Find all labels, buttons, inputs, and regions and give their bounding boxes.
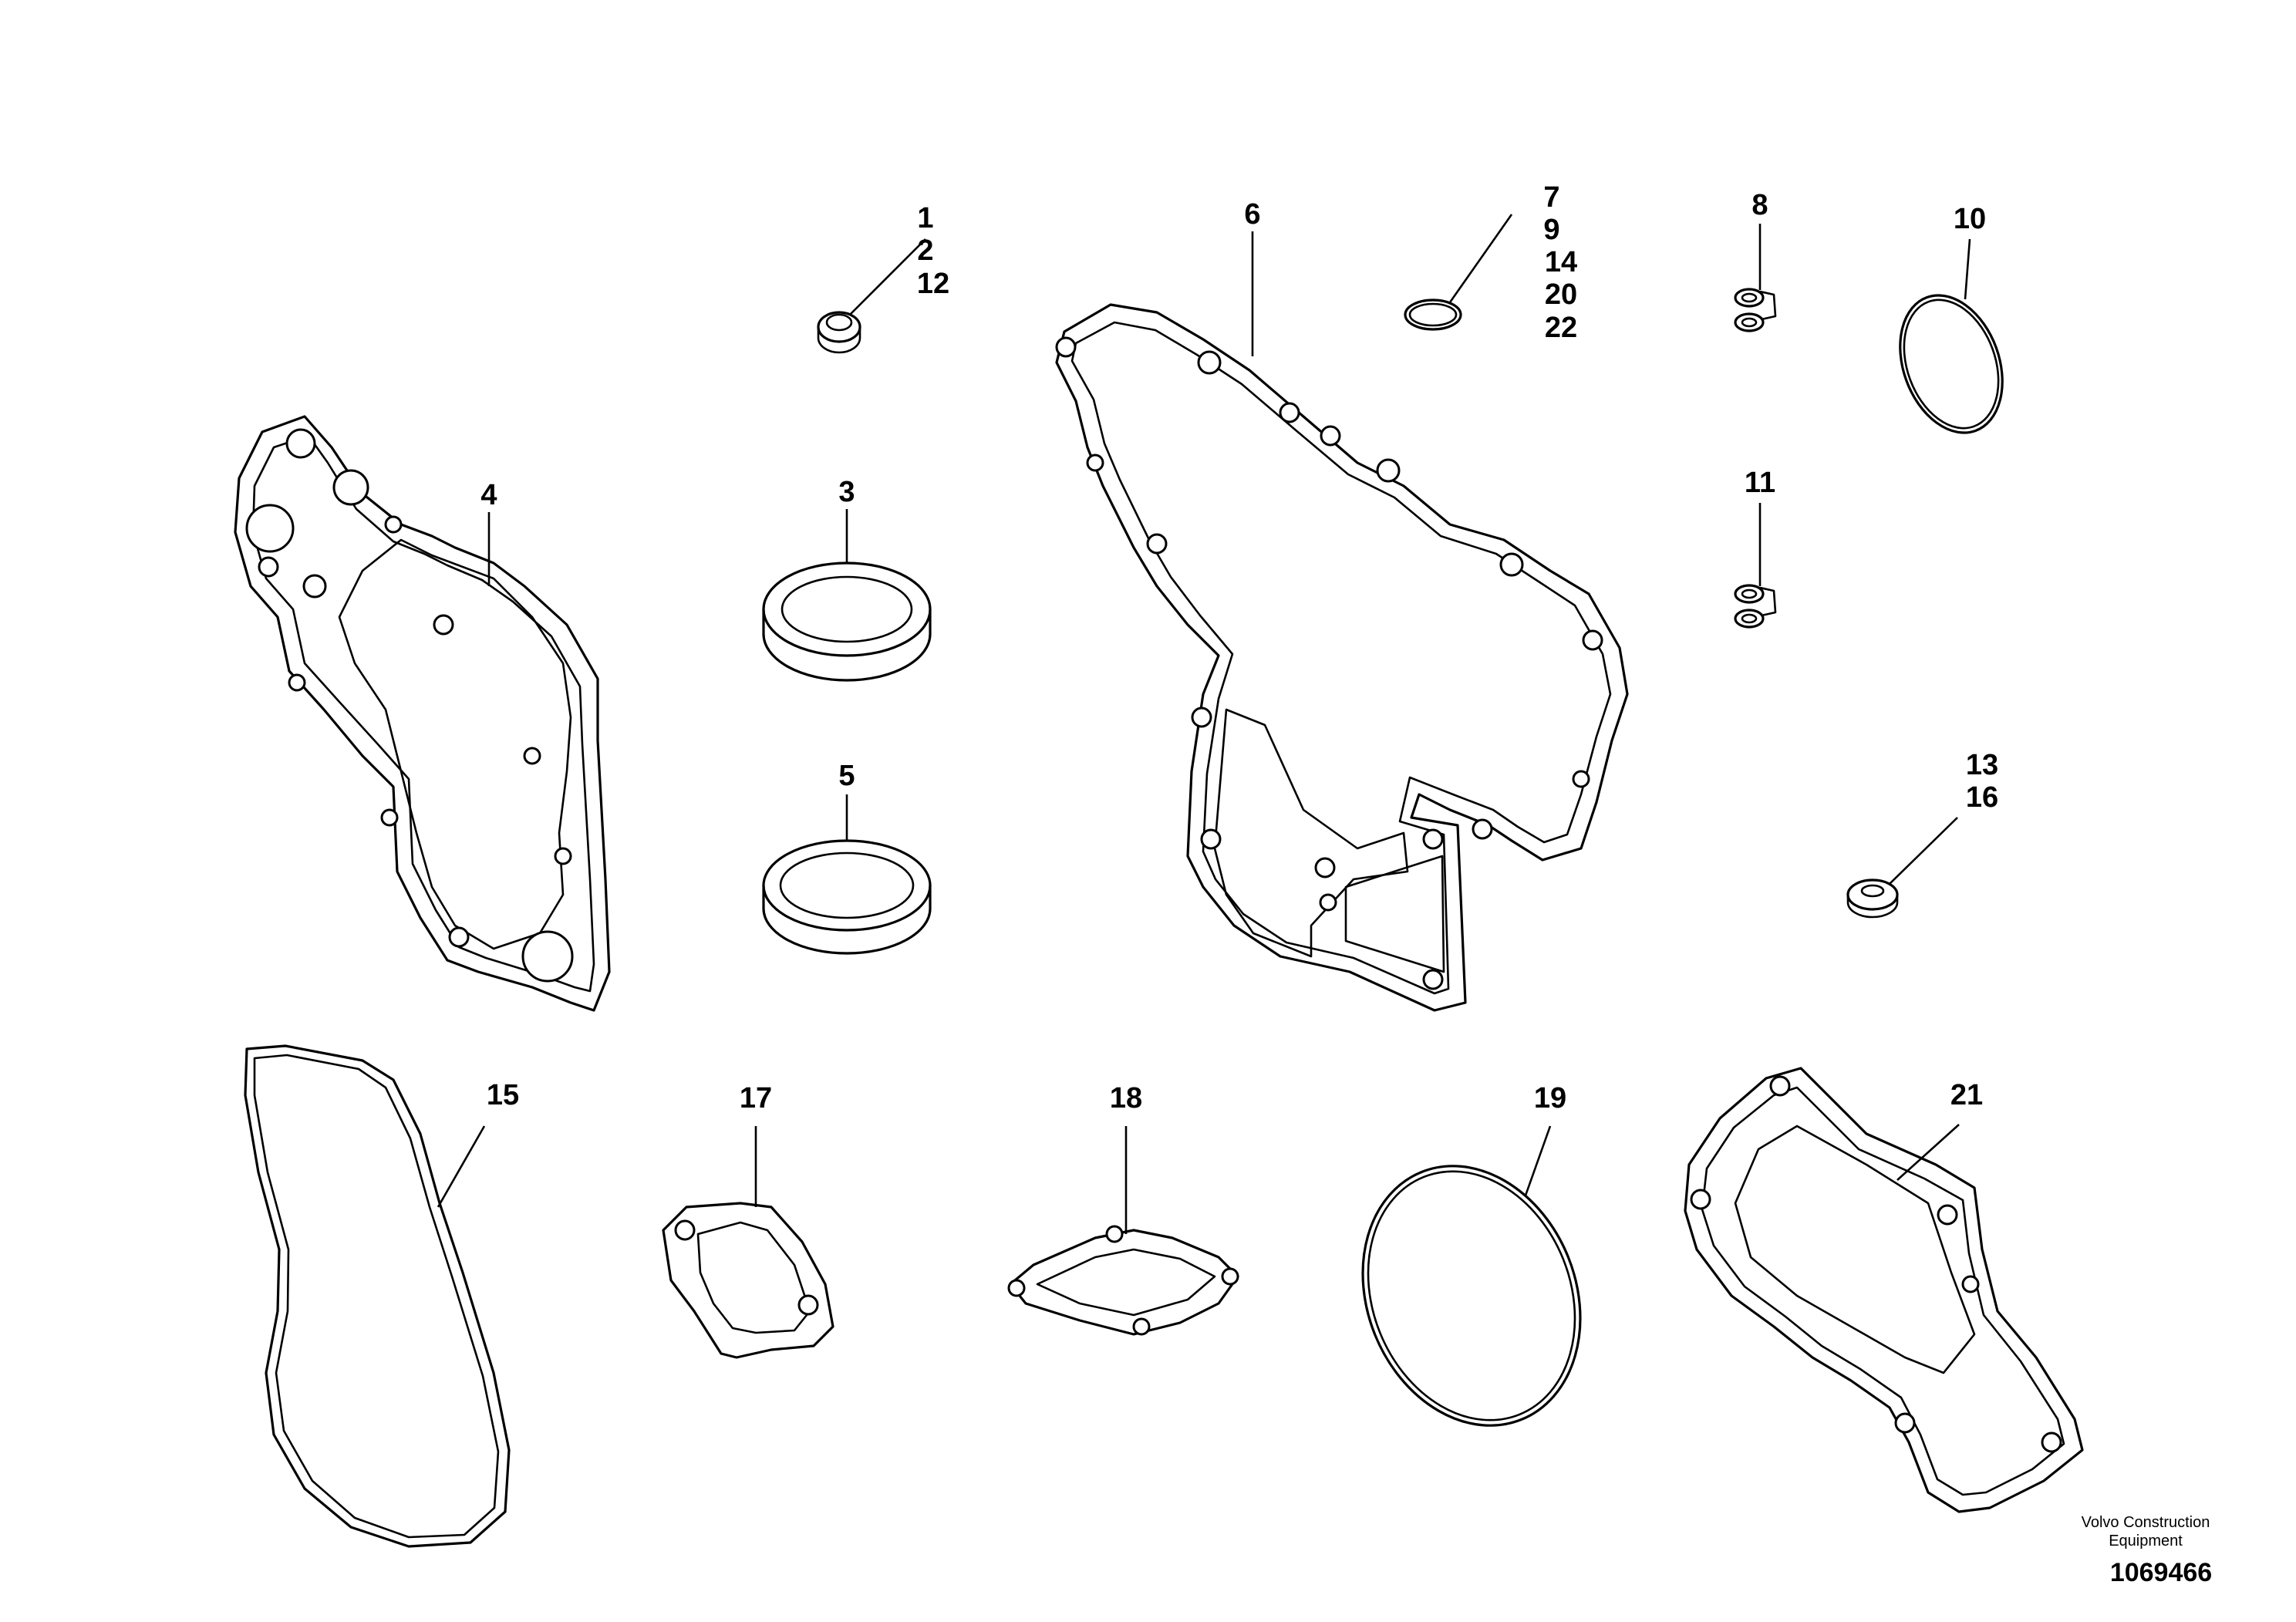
part-11-double-seal[interactable] bbox=[1734, 584, 1777, 629]
reference-number: 1069466 bbox=[2110, 1558, 2212, 1587]
callout-15: 15 bbox=[487, 1079, 519, 1111]
footer: Volvo Construction Equipment 1069466 bbox=[2082, 1514, 2213, 1587]
callout-2: 2 bbox=[917, 234, 933, 267]
part-4-gasket[interactable] bbox=[234, 415, 611, 1012]
callout-4: 4 bbox=[480, 479, 497, 511]
part-21-gasket[interactable] bbox=[1684, 1067, 2084, 1513]
callout-18: 18 bbox=[1110, 1082, 1142, 1114]
callout-22: 22 bbox=[1545, 312, 1577, 344]
callout-11: 11 bbox=[1745, 467, 1775, 499]
callout-13: 13 bbox=[1966, 749, 1998, 781]
callout-3: 3 bbox=[838, 476, 855, 508]
callout-20: 20 bbox=[1545, 278, 1577, 311]
part-8-double-seal[interactable] bbox=[1734, 288, 1777, 332]
callout-9: 9 bbox=[1543, 214, 1559, 246]
part-19-o-ring[interactable] bbox=[1325, 1133, 1618, 1458]
callout-7: 7 bbox=[1543, 181, 1559, 214]
callout-16: 16 bbox=[1966, 781, 1998, 814]
part-3-seal-ring[interactable] bbox=[762, 561, 932, 682]
part-1-seal[interactable] bbox=[817, 311, 861, 354]
part-18-gasket[interactable] bbox=[1007, 1225, 1239, 1336]
leader-lines bbox=[437, 214, 1971, 1234]
part-17-gasket[interactable] bbox=[662, 1202, 834, 1359]
callout-17: 17 bbox=[740, 1082, 772, 1114]
callout-12: 12 bbox=[917, 268, 949, 300]
part-15-gasket[interactable] bbox=[244, 1044, 511, 1548]
part-6-gasket[interactable] bbox=[1055, 303, 1629, 1012]
credit-line-1: Volvo Construction bbox=[2082, 1514, 2210, 1531]
part-7-o-ring[interactable] bbox=[1404, 298, 1462, 331]
callout-5: 5 bbox=[838, 760, 855, 792]
callout-10: 10 bbox=[1954, 203, 1986, 235]
callout-19: 19 bbox=[1534, 1082, 1566, 1114]
callout-21: 21 bbox=[1950, 1079, 1983, 1111]
callouts: 1 2 12 4 3 5 6 7 9 14 20 22 8 10 11 13 1… bbox=[480, 181, 1998, 1114]
part-13-washer[interactable] bbox=[1846, 878, 1899, 919]
part-10-round-gasket[interactable] bbox=[1882, 281, 2020, 447]
callout-8: 8 bbox=[1752, 189, 1768, 221]
part-5-seal-ring[interactable] bbox=[762, 839, 932, 955]
credit-line-2: Equipment bbox=[2109, 1533, 2183, 1549]
callout-14: 14 bbox=[1545, 246, 1577, 278]
callout-1: 1 bbox=[917, 202, 933, 234]
callout-6: 6 bbox=[1244, 198, 1260, 231]
